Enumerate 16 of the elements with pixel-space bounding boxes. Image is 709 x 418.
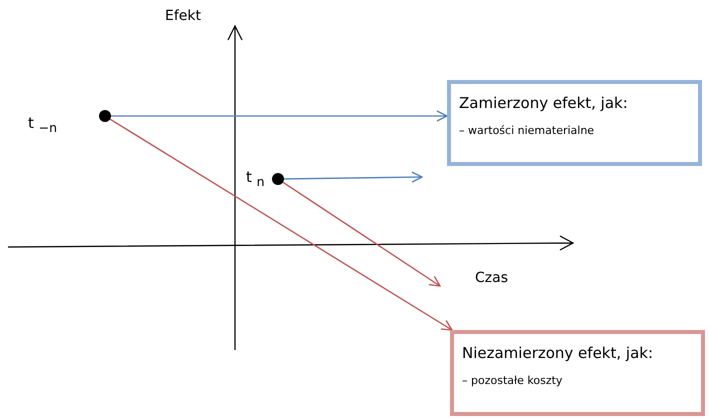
arrow [110, 118, 453, 331]
time-point [272, 173, 284, 185]
effect-example: – wartości niematerialne [459, 124, 596, 137]
time-point-label: t $_{n}$ [246, 168, 265, 189]
arrow [284, 172, 423, 183]
axis-label: Czas [475, 270, 508, 286]
time-point-label: t $_{−n}$ [28, 114, 58, 135]
effect-box [447, 80, 702, 166]
effect-box [450, 330, 705, 416]
effect-heading: Niezamierzony efekt, jak: [462, 344, 654, 362]
axis-label: Efekt [165, 8, 201, 24]
effect-example: – pozostałe koszty [462, 374, 564, 387]
arrow [111, 110, 448, 122]
time-point [99, 110, 111, 122]
arrow [282, 182, 441, 287]
effect-heading: Zamierzony efekt, jak: [459, 94, 629, 112]
